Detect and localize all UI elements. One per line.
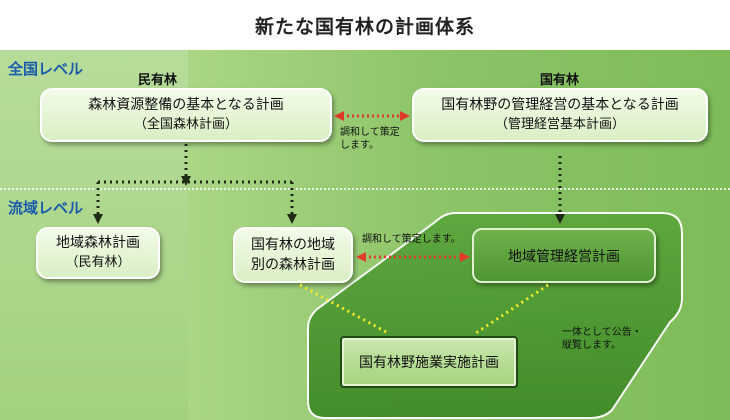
implementation-plan-box: 国有林野施業実施計画 bbox=[340, 336, 518, 388]
regional-management-plan-box: 地域管理経営計画 bbox=[472, 228, 656, 283]
connector-layer bbox=[93, 111, 565, 335]
coordination-arrow-mid bbox=[356, 252, 470, 262]
private-forest-heading: 民有林 bbox=[138, 73, 178, 88]
regional-forest-plan-line1: 地域森林計画 bbox=[56, 235, 140, 251]
coordination-arrow-top bbox=[334, 111, 410, 121]
page-title: 新たな国有林の計画体系 bbox=[254, 16, 475, 38]
integration-dots bbox=[299, 283, 549, 335]
national-regional-plan-line1: 国有林の地域 bbox=[251, 237, 335, 253]
national-forest-plan-box: 森林資源整備の基本となる計画 （全国森林計画） bbox=[40, 88, 332, 142]
management-basic-plan-box: 国有林野の管理経営の基本となる計画 （管理経営基本計画） bbox=[412, 88, 708, 142]
management-basic-plan-line2: （管理経営基本計画） bbox=[494, 117, 625, 132]
national-forest-heading: 国有林 bbox=[540, 73, 580, 88]
coordinate-note-mid: 調和して策定します。 bbox=[362, 234, 461, 245]
national-forest-plan-line1: 森林資源整備の基本となる計画 bbox=[88, 97, 284, 113]
basin-level-label: 流域レベル bbox=[8, 199, 84, 217]
public-notice-note: 一体として公告・ 縦覧します。 bbox=[562, 327, 642, 351]
regional-management-plan-label: 地域管理経営計画 bbox=[508, 248, 620, 265]
national-regional-plan-box: 国有林の地域 別の森林計画 bbox=[233, 227, 353, 283]
arrowhead-center bbox=[181, 176, 191, 186]
arrowhead-right bbox=[287, 214, 297, 224]
level-divider bbox=[0, 188, 730, 190]
management-basic-plan-line1: 国有林野の管理経営の基本となる計画 bbox=[441, 97, 679, 113]
diagram-panel: 全国レベル 流域レベル 民有林 国有林 森林資源整備の基本となる計画 （全国森林… bbox=[0, 50, 730, 420]
arrowhead-left bbox=[93, 214, 103, 224]
plan-branch-connector bbox=[96, 144, 562, 216]
arrowhead-management bbox=[555, 214, 565, 224]
regional-forest-plan-box: 地域森林計画 （民有林） bbox=[36, 227, 160, 279]
national-regional-plan-line2: 別の森林計画 bbox=[251, 257, 335, 273]
national-forest-plan-line2: （全国森林計画） bbox=[133, 117, 238, 132]
national-level-label: 全国レベル bbox=[8, 60, 84, 78]
implementation-plan-label: 国有林野施業実施計画 bbox=[359, 355, 499, 371]
coordinate-note-top: 調和して策定 します。 bbox=[340, 127, 400, 151]
regional-forest-plan-line2: （民有林） bbox=[65, 255, 131, 270]
